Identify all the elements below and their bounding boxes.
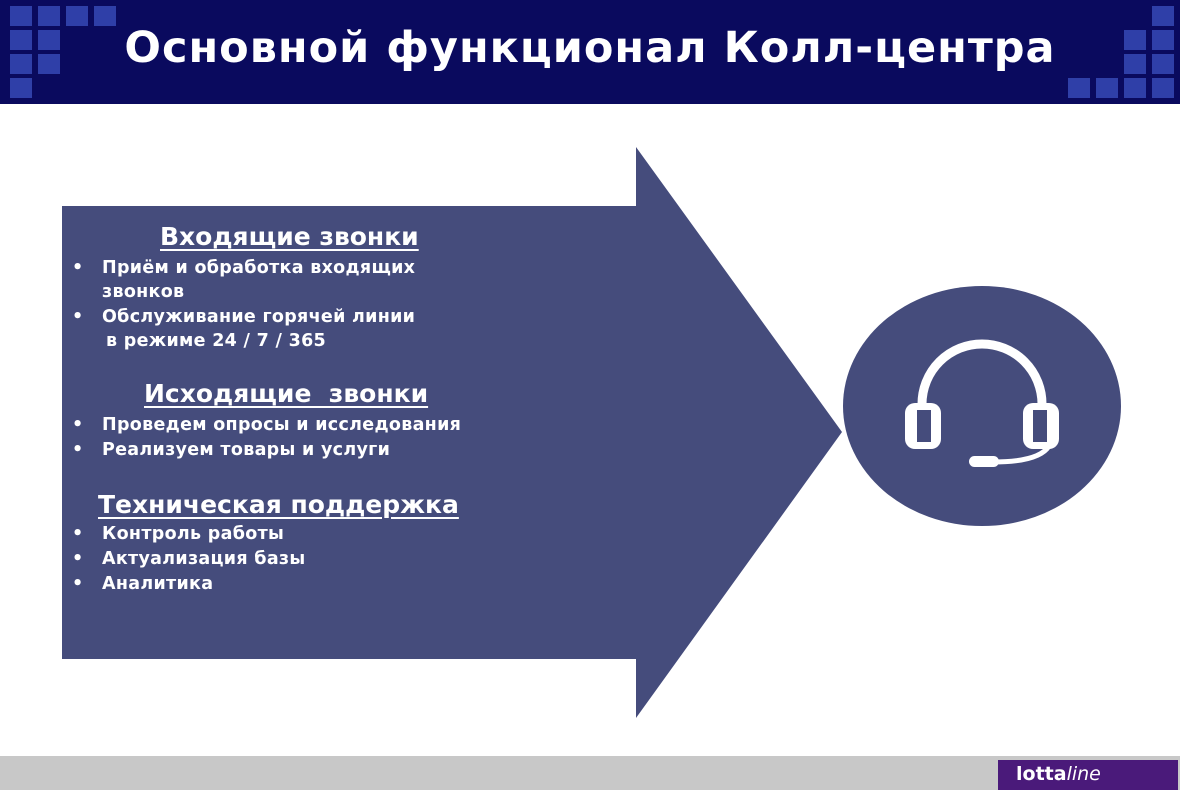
section-title-incoming: Входящие звонки	[160, 222, 419, 251]
decor-square	[38, 30, 60, 50]
logo-box	[998, 760, 1178, 790]
list-item: • Проведем опросы и исследования	[72, 415, 462, 435]
section-title-outgoing: Исходящие звонки	[144, 379, 429, 408]
bullet-dot: •	[72, 258, 84, 278]
bullet-dot: •	[72, 307, 84, 327]
list-item-continuation: в режиме 24 / 7 / 365	[106, 331, 327, 351]
header-band	[0, 0, 1180, 104]
logo-light: line	[1066, 763, 1101, 785]
list-item: • Реализуем товары и услуги	[72, 440, 391, 460]
list-item-continuation: звонков	[102, 282, 185, 302]
decor-square	[38, 6, 60, 26]
list-item: • Обслуживание горячей линии	[72, 307, 416, 327]
decor-square	[1096, 78, 1118, 98]
decor-square	[1124, 30, 1146, 50]
decor-square	[10, 78, 32, 98]
bullet-dot: •	[72, 415, 84, 435]
list-item: • Актуализация базы	[72, 549, 306, 569]
decor-square	[1152, 78, 1174, 98]
list-item-text: Обслуживание горячей линии	[102, 307, 416, 327]
list-item-text: Аналитика	[102, 574, 214, 594]
headset-circle	[843, 286, 1121, 526]
decor-square	[1152, 6, 1174, 26]
headset-icon	[905, 339, 1059, 467]
decor-square	[10, 6, 32, 26]
bullet-dot: •	[72, 574, 84, 594]
bullet-dot: •	[72, 524, 84, 544]
list-item: • Контроль работы	[72, 524, 285, 544]
list-item-text: Приём и обработка входящих	[102, 258, 416, 278]
list-item-text: Актуализация базы	[102, 549, 306, 569]
decor-square	[94, 6, 116, 26]
bullet-dot: •	[72, 440, 84, 460]
decor-square	[10, 54, 32, 74]
logo-bold: lotta	[1016, 763, 1067, 785]
list-item: • Приём и обработка входящих	[72, 258, 416, 278]
decor-square	[1152, 30, 1174, 50]
list-item-text: Реализуем товары и услуги	[102, 440, 391, 460]
section-title-support: Техническая поддержка	[98, 490, 459, 519]
list-item-text: Контроль работы	[102, 524, 285, 544]
decor-square	[38, 54, 60, 74]
brand-logo: lottaline	[1016, 763, 1101, 785]
decor-square	[1124, 54, 1146, 74]
list-item-text: Проведем опросы и исследования	[102, 415, 462, 435]
decor-square	[1124, 78, 1146, 98]
decor-square	[1152, 54, 1174, 74]
bullet-dot: •	[72, 549, 84, 569]
decor-square	[66, 6, 88, 26]
list-item: • Аналитика	[72, 574, 214, 594]
decor-square	[1068, 78, 1090, 98]
footer-bar	[0, 756, 1180, 790]
decor-square	[10, 30, 32, 50]
page-title: Основной функционал Колл-центра	[124, 23, 1056, 73]
